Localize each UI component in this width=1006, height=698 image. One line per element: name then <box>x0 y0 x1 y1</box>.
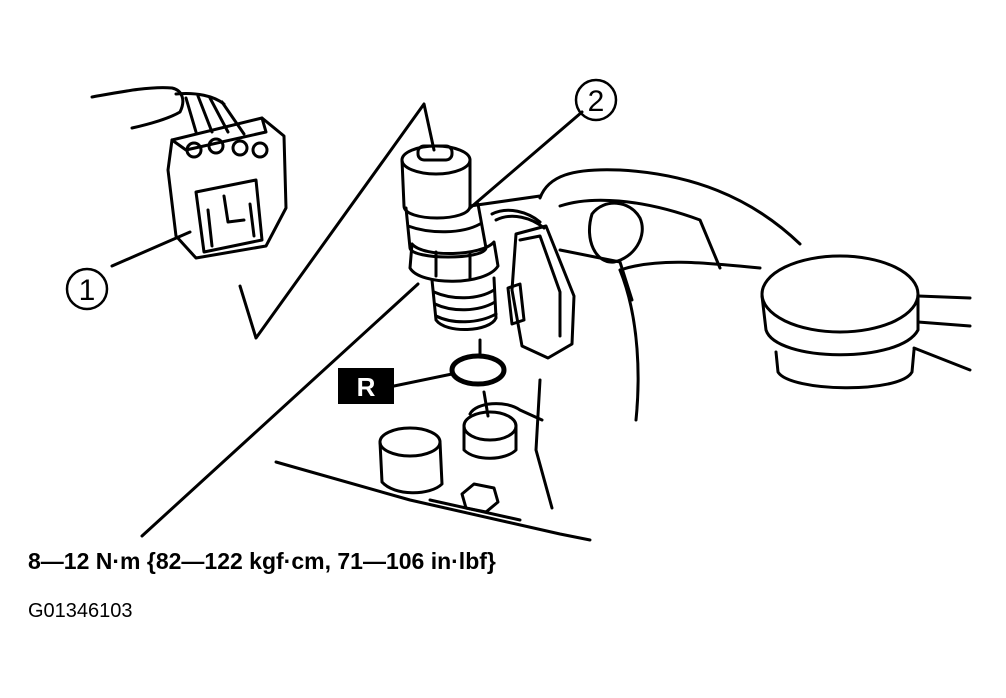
right-pipe <box>912 346 972 372</box>
switch-terminal-post <box>416 144 454 162</box>
hose-lower <box>618 260 762 272</box>
connector-latch-slot <box>222 194 246 224</box>
o-ring <box>449 353 507 387</box>
block-sensor-wire <box>490 208 542 224</box>
block-face <box>468 402 544 422</box>
switch-thread <box>430 276 498 332</box>
oil-pressure-switch <box>400 144 500 332</box>
switch-hex-nut <box>408 240 500 283</box>
block-upper-edge <box>468 194 542 208</box>
r-badge-leader <box>392 372 454 388</box>
adjacent-cap-body <box>378 440 444 495</box>
block-sensor-face <box>518 234 562 338</box>
wire-4 <box>220 100 246 136</box>
connector-assembly <box>90 86 288 260</box>
block-sensor-wire <box>494 214 546 230</box>
callout-2-number: 2 <box>588 85 605 118</box>
hose-upper <box>538 168 802 246</box>
terminal-pin <box>231 139 249 157</box>
terminal-pin <box>185 141 203 159</box>
switch-thread-line <box>434 312 498 324</box>
round-cap-rim <box>760 294 920 357</box>
callout-2-circle <box>574 78 618 122</box>
wire-2 <box>196 94 214 134</box>
break-lines <box>140 102 436 538</box>
torque-specification: 8—12 N·m {82—122 kgf·cm, 71—106 in·lbf} <box>28 548 496 574</box>
mounting-boss <box>462 424 518 460</box>
switch-thread-line <box>433 300 497 312</box>
break-line-diagonal <box>140 282 420 538</box>
replace-badge-label: R <box>357 372 376 402</box>
block-slope <box>534 378 554 510</box>
figure-code: G01346103 <box>28 600 133 622</box>
terminal-pin <box>207 137 225 155</box>
mounting-hole <box>462 410 518 442</box>
block-edge <box>274 460 592 542</box>
wire-1 <box>184 96 198 134</box>
connector-body <box>166 116 288 260</box>
replace-badge <box>338 368 394 404</box>
right-strut <box>618 268 640 422</box>
wire-harness <box>90 86 185 130</box>
terminal-pin <box>251 141 269 159</box>
block-ridge <box>428 498 522 522</box>
block-step <box>558 248 634 302</box>
connector-rib <box>248 202 256 238</box>
adjacent-cap <box>378 426 442 458</box>
connector-top-face <box>170 116 268 152</box>
hose-body <box>558 198 722 270</box>
break-line-left <box>238 102 436 340</box>
switch-thread-line <box>432 288 496 300</box>
callout-2-leader <box>468 110 584 210</box>
callout-1-leader <box>110 230 192 268</box>
block-sensor <box>510 224 576 360</box>
callout-2: 2 <box>468 78 618 210</box>
right-pipe <box>916 320 972 328</box>
connector-latch <box>194 178 264 254</box>
callout-1-circle <box>65 267 109 311</box>
callout-1: 1 <box>65 230 192 311</box>
right-pipe <box>916 294 972 300</box>
switch-band <box>406 222 482 234</box>
hose-end-ring <box>587 201 644 264</box>
block-sensor-clip <box>506 282 526 326</box>
o-ring-assembly: R <box>338 338 507 418</box>
connector-rib <box>206 208 214 248</box>
callout-1-number: 1 <box>79 274 96 307</box>
engine-block <box>274 168 972 542</box>
round-cap-top <box>760 254 920 334</box>
round-cap-base <box>774 348 916 390</box>
